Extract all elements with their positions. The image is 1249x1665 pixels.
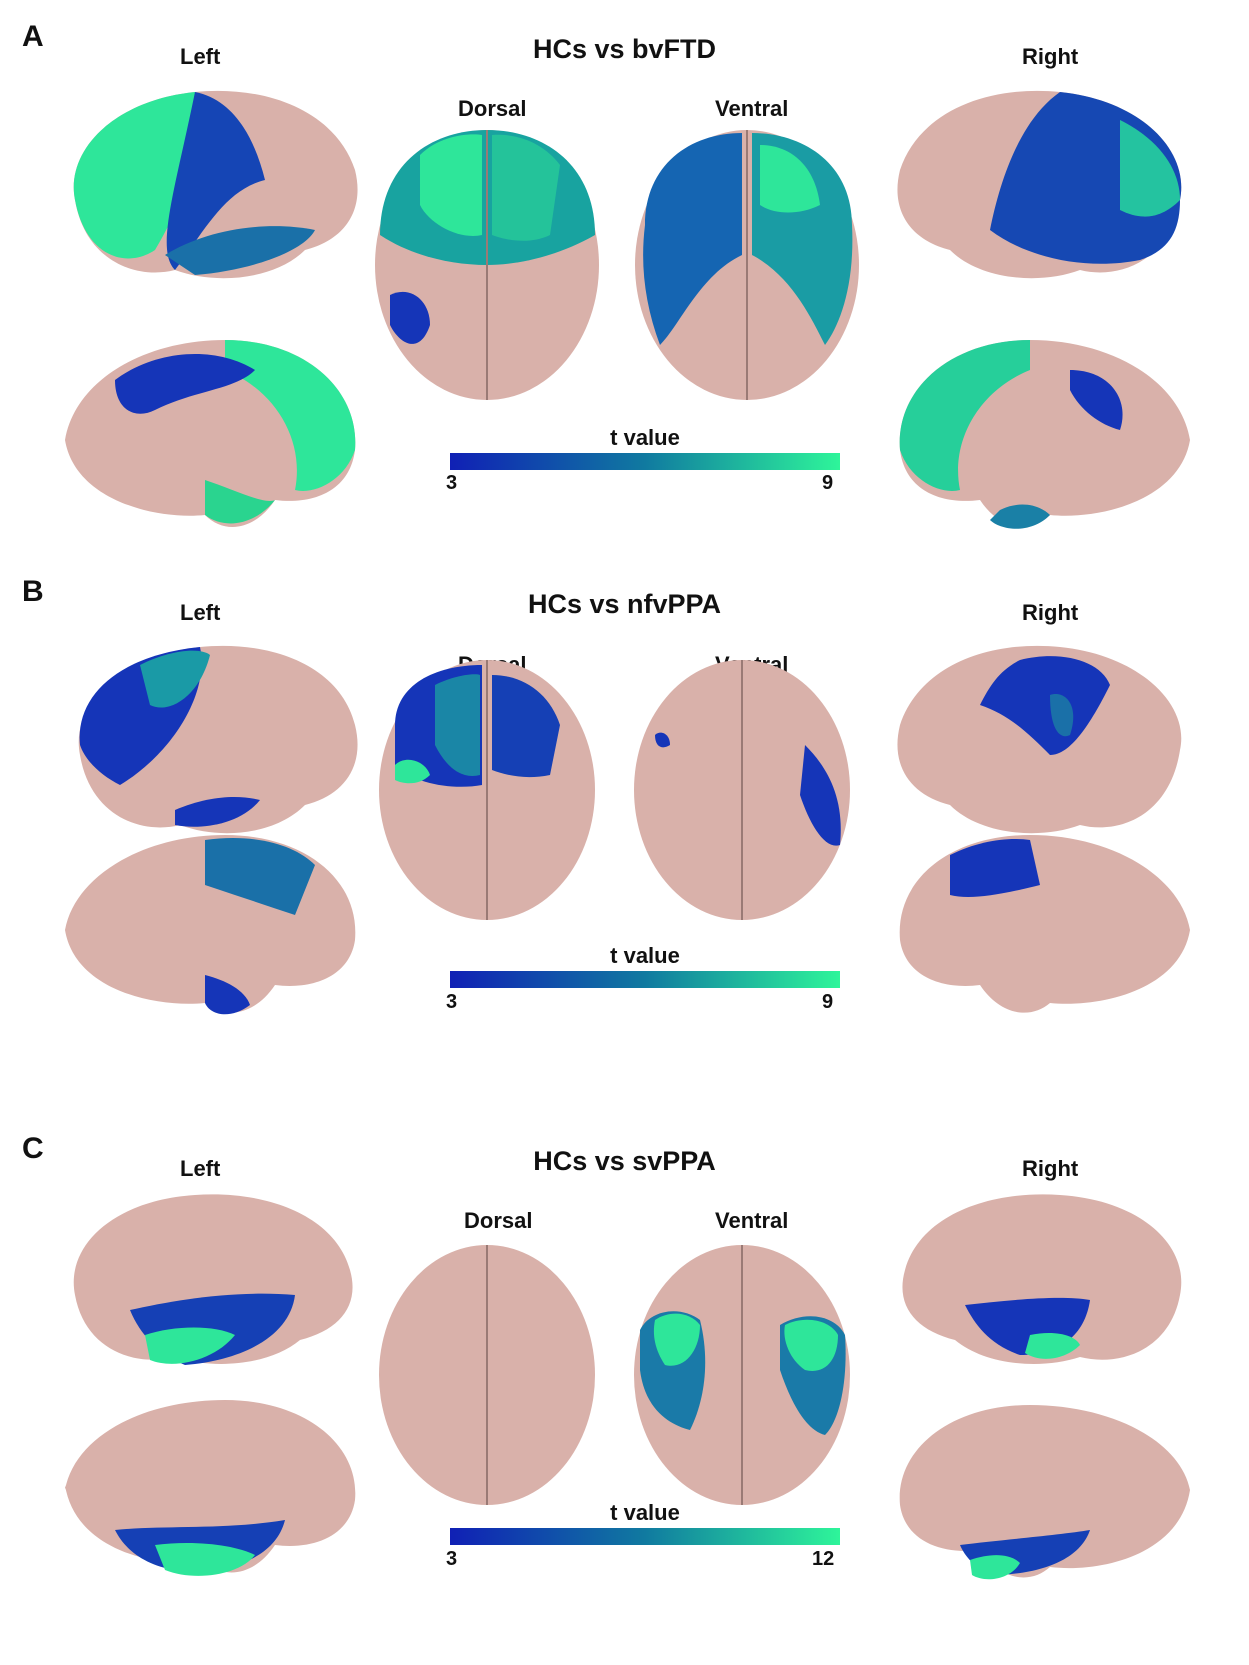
panel-letter: A xyxy=(22,20,44,53)
colorbar xyxy=(450,1528,840,1545)
panel-a: A HCs vs bvFTD Left Right Dorsal Ventral xyxy=(0,0,1249,555)
dorsal-brain xyxy=(379,660,595,920)
right-lateral-brain xyxy=(897,90,1182,279)
left-label: Left xyxy=(180,44,221,69)
panel-title: HCs vs svPPA xyxy=(533,1146,716,1176)
ventral-brain xyxy=(634,1245,850,1505)
panel-b: B HCs vs nfvPPA Left Right Dorsal Ventra… xyxy=(0,555,1249,1110)
right-label: Right xyxy=(1022,44,1079,69)
left-label: Left xyxy=(180,1156,221,1181)
dorsal-label: Dorsal xyxy=(464,1208,533,1233)
right-medial-brain xyxy=(899,340,1190,529)
left-lateral-brain xyxy=(73,90,358,279)
right-medial-brain xyxy=(899,835,1190,1013)
colorbar-max: 9 xyxy=(822,472,834,494)
colorbar-max: 12 xyxy=(812,1548,835,1570)
colorbar-max: 9 xyxy=(822,991,834,1013)
ventral-label: Ventral xyxy=(715,96,789,121)
panel-letter: C xyxy=(22,1132,44,1165)
left-label: Left xyxy=(180,600,221,625)
colorbar-min: 3 xyxy=(446,472,458,494)
dorsal-brain xyxy=(379,1245,595,1505)
left-medial-brain xyxy=(65,340,356,527)
left-medial-brain xyxy=(65,1400,356,1576)
colorbar xyxy=(450,971,840,988)
colorbar-label: t value xyxy=(610,1500,680,1525)
ventral-label: Ventral xyxy=(715,1208,789,1233)
right-lateral-brain xyxy=(902,1194,1182,1364)
left-lateral-brain xyxy=(73,1194,353,1365)
right-label: Right xyxy=(1022,600,1079,625)
dorsal-brain xyxy=(375,130,599,400)
right-label: Right xyxy=(1022,1156,1079,1181)
colorbar-label: t value xyxy=(610,943,680,968)
dorsal-label: Dorsal xyxy=(458,96,527,121)
left-medial-brain xyxy=(65,835,356,1015)
panel-letter: B xyxy=(22,575,44,608)
ventral-brain xyxy=(634,660,850,920)
panel-title: HCs vs nfvPPA xyxy=(527,589,722,619)
colorbar-min: 3 xyxy=(446,991,458,1013)
right-lateral-brain xyxy=(897,645,1182,834)
colorbar-min: 3 xyxy=(446,1548,458,1570)
left-lateral-brain xyxy=(78,645,358,834)
panel-c: C HCs vs svPPA Left Right Dorsal Ventral… xyxy=(0,1110,1249,1665)
colorbar xyxy=(450,453,840,470)
colorbar-label: t value xyxy=(610,425,680,450)
ventral-brain xyxy=(635,130,859,400)
right-medial-brain xyxy=(899,1405,1190,1580)
panel-title: HCs vs bvFTD xyxy=(532,34,717,64)
